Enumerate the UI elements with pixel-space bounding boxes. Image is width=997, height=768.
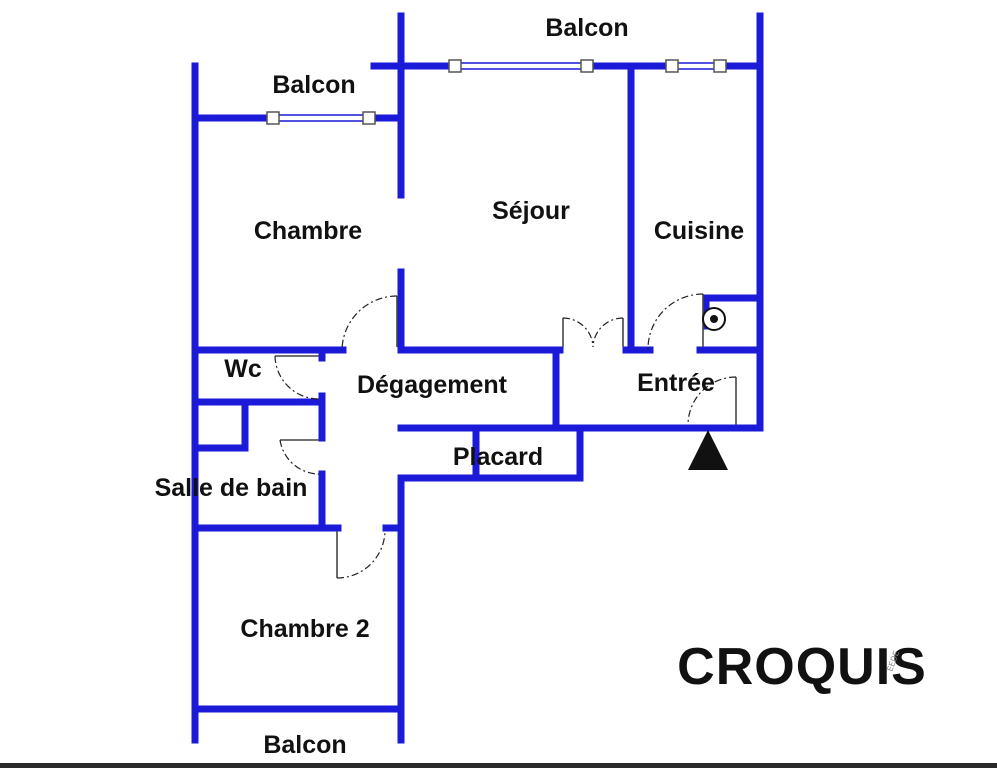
croquis-stamp: CROQUIS — [677, 638, 927, 696]
label-degagement: Dégagement — [357, 371, 508, 399]
label-placard: Placard — [453, 443, 543, 471]
door-wc — [274, 355, 320, 400]
door-chambre — [341, 295, 398, 351]
label-cuisine: Cuisine — [654, 217, 744, 245]
label-balcon-bottom: Balcon — [263, 731, 346, 759]
door-chambre-2 — [336, 530, 386, 579]
boiler-icon — [702, 307, 726, 331]
window-cuisine — [665, 59, 727, 73]
door-salle-de-bain — [279, 439, 320, 475]
label-balcon-left: Balcon — [272, 71, 355, 99]
label-wc: Wc — [224, 355, 262, 383]
bottom-edge-strip — [0, 763, 997, 768]
window-chambre — [266, 111, 376, 125]
label-sejour: Séjour — [492, 197, 570, 225]
label-chambre-2: Chambre 2 — [240, 615, 369, 643]
label-entree: Entrée — [637, 369, 715, 397]
label-salle-de-bain: Salle de bain — [155, 474, 308, 502]
label-balcon-top: Balcon — [545, 14, 628, 42]
label-chambre: Chambre — [254, 217, 362, 245]
door-sejour — [562, 317, 624, 348]
triangle-up-icon — [688, 430, 728, 470]
door-cuisine — [647, 293, 704, 351]
door-entree — [687, 376, 737, 426]
window-sejour — [448, 59, 594, 73]
